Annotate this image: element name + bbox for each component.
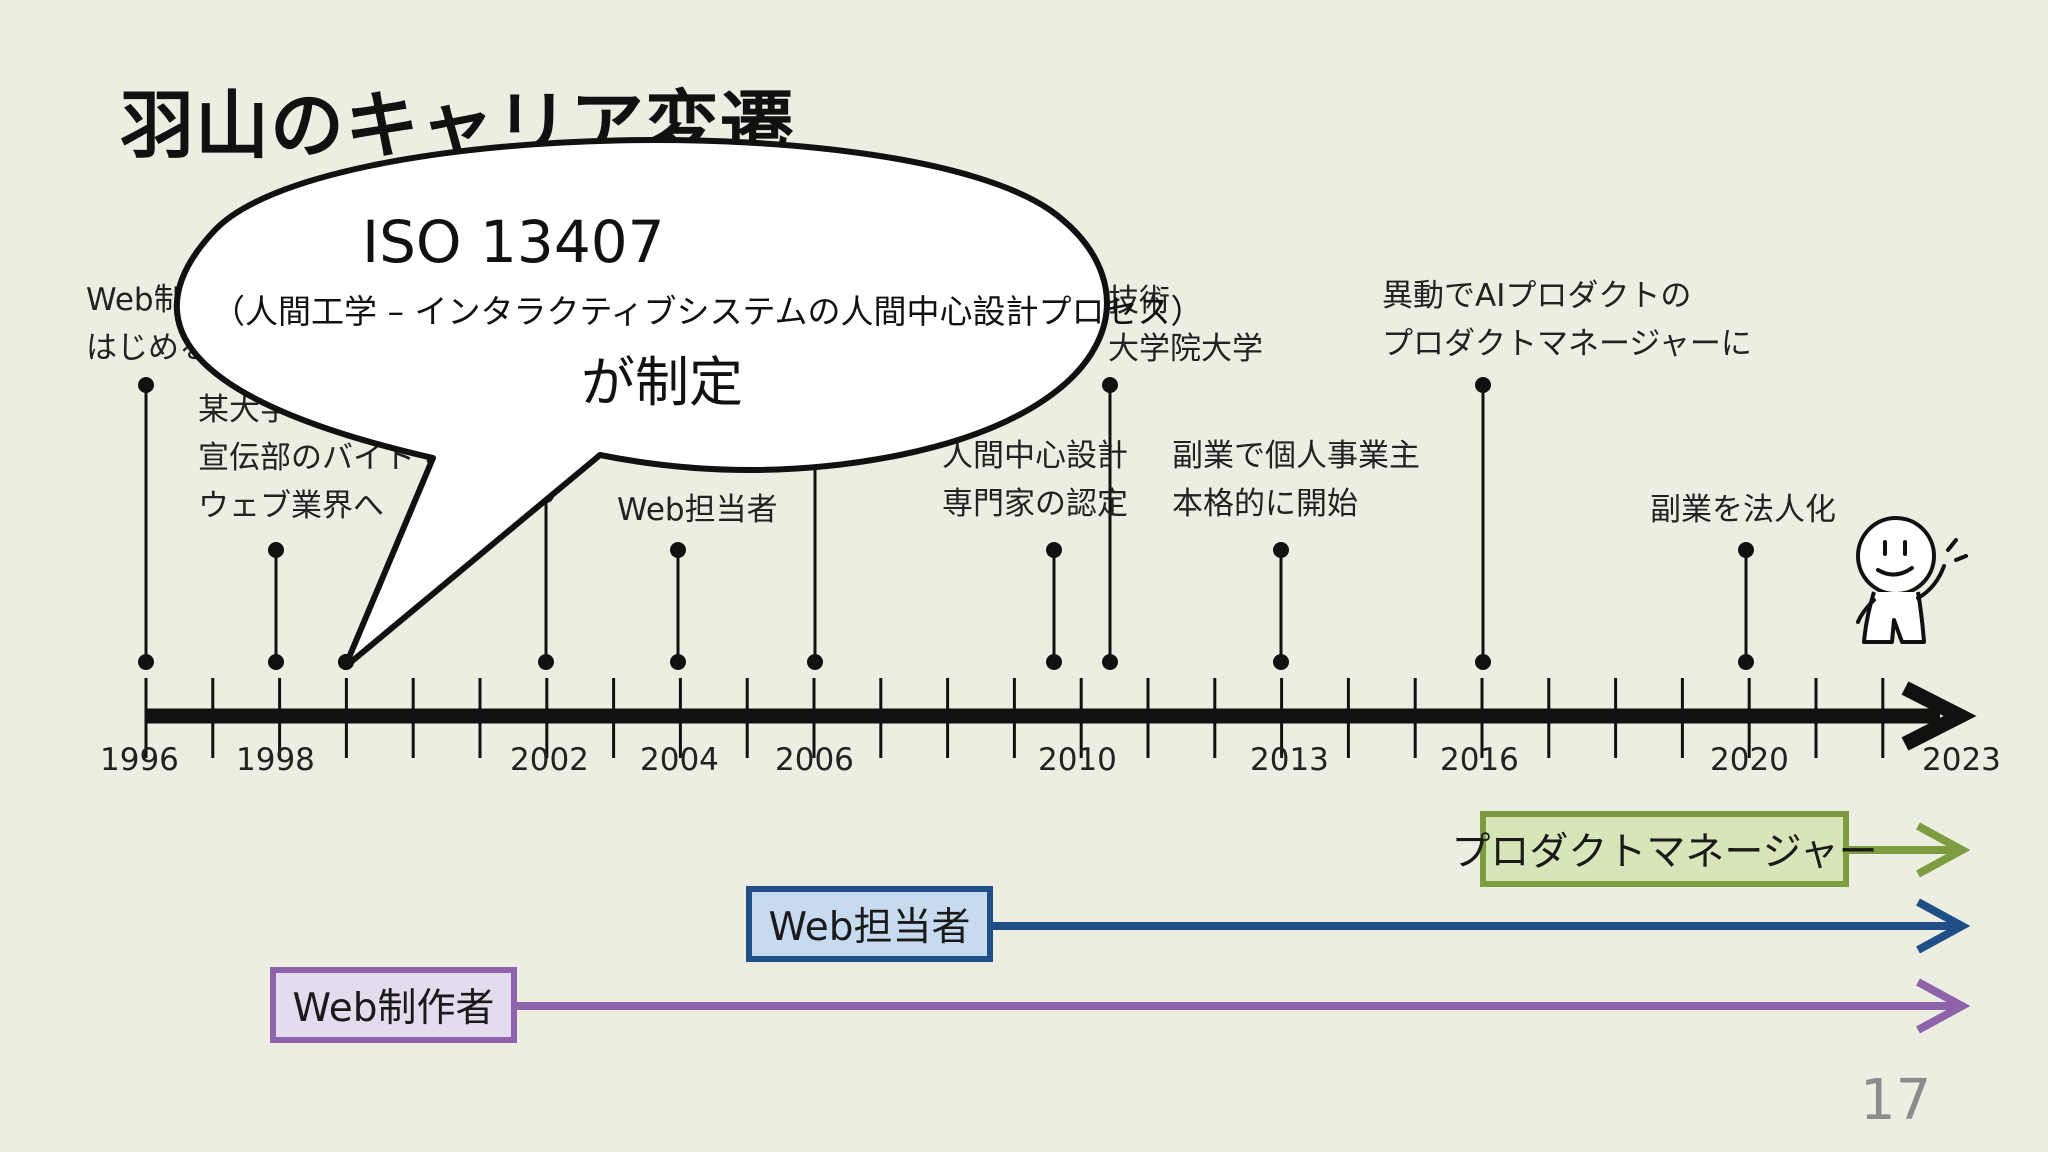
event-dot [1738, 654, 1754, 670]
event-line: プロダクトマネージャーに [1382, 326, 1752, 362]
event-dot [138, 377, 154, 393]
event-line: Web担当者 [617, 492, 778, 528]
role-box-web-tantou: Web担当者 [746, 886, 993, 962]
bubble-enacted-text: が制定 [581, 351, 743, 414]
year-label: 1998 [236, 742, 315, 778]
event-line: ウェブ業界へ [198, 488, 384, 524]
bubble-iso-number: ISO 13407 [362, 208, 665, 276]
event-dot [1738, 542, 1754, 558]
role-arrow-pm [1849, 822, 1971, 878]
event-dot [807, 654, 823, 670]
timeline-arrowhead [1901, 681, 1977, 751]
event-ai-product-pm: 異動でAIプロダクトの プロダクトマネージャーに [1382, 272, 1752, 368]
event-line: 人間中心設計 [942, 438, 1128, 474]
event-incorporation: 副業を法人化 [1650, 486, 1836, 534]
bubble-iso-description: （人間工学 – インタラクティブシステムの人間中心設計プロセス） [212, 292, 1204, 331]
event-side-business: 副業で個人事業主 本格的に開始 [1172, 432, 1420, 528]
year-label: 2010 [1038, 742, 1117, 778]
year-label: 1996 [100, 742, 179, 778]
event-dot [1273, 654, 1289, 670]
event-dot [670, 542, 686, 558]
event-dot [138, 654, 154, 670]
role-box-web-seisaku: Web制作者 [270, 967, 517, 1043]
event-hcd-certification: 人間中心設計 専門家の認定 [942, 432, 1128, 528]
event-dot [1046, 654, 1062, 670]
year-label: 2006 [775, 742, 854, 778]
role-arrow-web-seisaku [517, 978, 1971, 1034]
event-dot [1475, 654, 1491, 670]
event-line: 技術 [1108, 283, 1170, 319]
event-line: 本格的に開始 [1172, 486, 1358, 522]
year-label: 2013 [1250, 742, 1329, 778]
year-label: 2002 [510, 742, 589, 778]
role-arrow-web-tantou [993, 898, 1971, 954]
event-line: 副業を法人化 [1650, 492, 1836, 528]
event-dot [1102, 654, 1118, 670]
event-dot [1102, 377, 1118, 393]
event-dot [538, 654, 554, 670]
event-dot [268, 542, 284, 558]
role-box-product-manager: プロダクトマネージャー [1451, 811, 1878, 887]
event-dot [268, 654, 284, 670]
event-dot [670, 654, 686, 670]
year-label: 2004 [640, 742, 719, 778]
event-dot [1046, 542, 1062, 558]
event-line: 大学院大学 [1108, 331, 1263, 367]
event-graduate-school: 技術 大学院大学 [1108, 277, 1263, 373]
event-university-pr: 某大学 宣伝部のバイトで ウェブ業界へ [198, 386, 446, 530]
event-dot [1273, 542, 1289, 558]
event-line: 異動でAIプロダクトの [1382, 278, 1692, 314]
event-line: 専門家の認定 [942, 486, 1128, 522]
event-line: 副業で個人事業主 [1172, 438, 1420, 474]
year-label: 2020 [1710, 742, 1789, 778]
year-label: 2023 [1922, 742, 2001, 778]
year-label: 2016 [1440, 742, 1519, 778]
event-dot [1475, 377, 1491, 393]
page-number: 17 [1860, 1068, 1932, 1133]
event-web-tantou: Web担当者 [617, 486, 778, 534]
character-illustration [1856, 516, 1968, 644]
